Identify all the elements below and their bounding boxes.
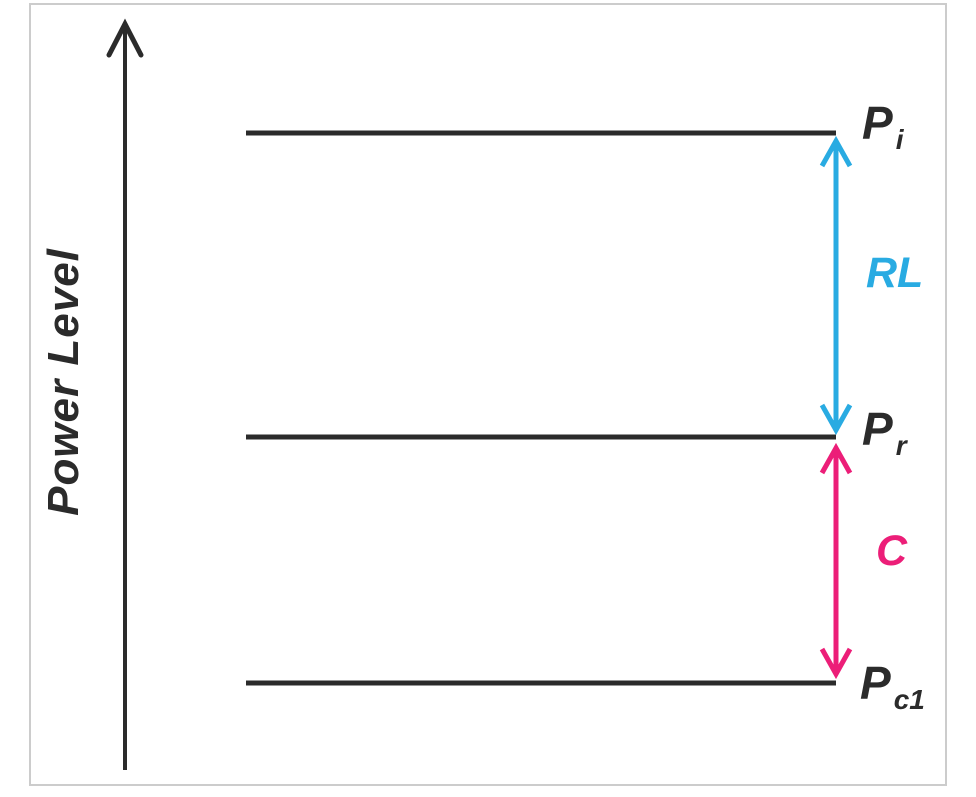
label-pi-symbol: P — [862, 97, 893, 149]
label-pc1-symbol: P — [860, 657, 891, 709]
rl-span-arrow — [819, 135, 853, 436]
label-coupling: C — [876, 527, 908, 575]
label-return-loss: RL — [866, 249, 924, 297]
frame-border — [29, 3, 947, 786]
rl-arrowhead-down-icon — [819, 403, 853, 436]
power-axis — [106, 18, 144, 770]
c-span-arrow — [819, 442, 853, 680]
y-axis-label: Power Level — [39, 248, 88, 516]
label-pr-symbol: P — [862, 403, 893, 455]
label-pr-subscript: r — [895, 430, 907, 461]
c-arrowhead-up-icon — [819, 442, 853, 475]
label-pc1-subscript: c1 — [893, 684, 925, 715]
c-arrowhead-down-icon — [819, 647, 853, 680]
power-axis-arrowhead-icon — [106, 18, 144, 58]
label-pi-subscript: i — [895, 124, 904, 155]
rl-arrowhead-up-icon — [819, 135, 853, 168]
